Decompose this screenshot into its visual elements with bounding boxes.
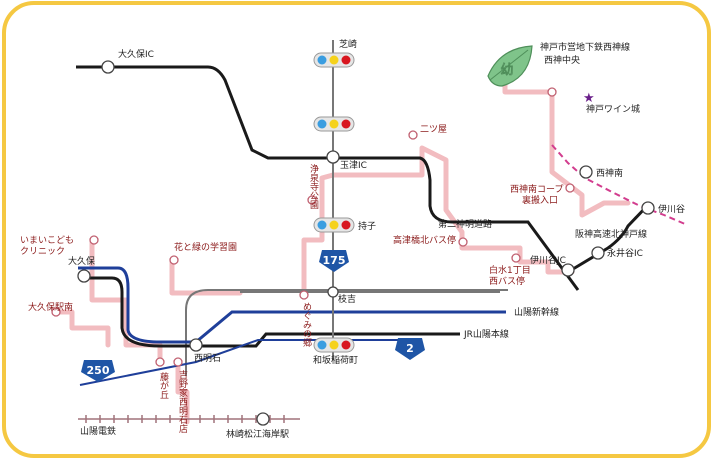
- node-tamatsu-ic: [326, 150, 340, 164]
- road-daini-shinmei: [76, 65, 580, 291]
- label-fujigaoka: 藤が丘: [158, 371, 169, 399]
- label-tamatsu-ic: 玉津IC: [340, 160, 367, 171]
- label-daini-shinmei: 第二神明道路: [438, 218, 492, 230]
- label-mochiko: 持子: [358, 220, 376, 232]
- label-megumi: めぐみの郷: [301, 302, 312, 348]
- label-hanshin-expwy: 阪神高速北神戸線: [575, 228, 647, 240]
- rail-jr-sanyo: [80, 276, 460, 348]
- label-seishin-minami: 西神南: [596, 167, 623, 179]
- rail-sanyo-shinkansen: [78, 266, 506, 344]
- label-okubo-station-south: 大久保駅南: [28, 301, 73, 313]
- map-nodes: [77, 60, 655, 426]
- kindergarten-leaf-logo: 幼: [487, 45, 533, 87]
- label-okubo: 大久保: [68, 255, 95, 267]
- label-takatsubashi-bus: 高津橋北バス停: [393, 234, 456, 246]
- svg-text:幼: 幼: [500, 62, 513, 78]
- node-hayashizaki: [256, 412, 270, 426]
- label-jouzenji-park: 浄泉寺公園: [308, 163, 319, 210]
- label-futatsuya: 二ツ屋: [420, 124, 447, 135]
- label-subway-line1: 神戸市営地下鉄西神線: [540, 41, 630, 53]
- node-nagaidani-ic: [591, 246, 605, 260]
- traffic-light-shibasaki: [313, 52, 355, 68]
- traffic-light-wasaka: [313, 337, 355, 353]
- node-seishin-minami: [579, 165, 593, 179]
- label-hayashizaki: 林崎松江海岸駅: [226, 428, 289, 440]
- label-imai-clinic1: いまいこども: [20, 235, 74, 246]
- rail-subway-seishin: [551, 144, 686, 225]
- label-jr-sanyo: JR山陽本線: [463, 328, 509, 340]
- route-250-shield: 250: [81, 360, 115, 382]
- rail-sanyo-dentetsu-ties: [85, 415, 285, 423]
- svg-text:250: 250: [87, 364, 110, 377]
- map-small-nodes: [51, 87, 575, 367]
- label-ikawadani-jc: 伊川谷JC: [530, 254, 566, 266]
- label-shirouzu-bus1: 白水1丁目: [489, 264, 531, 276]
- label-wine-castle: 神戸ワイン城: [586, 103, 640, 115]
- label-nishi-akashi: 西明石: [194, 353, 221, 364]
- node-ikawadani: [641, 201, 655, 215]
- label-wasaka: 和坂稲荷町: [313, 354, 358, 366]
- node-okubo: [77, 269, 91, 283]
- wine-castle-star-icon: ★: [583, 91, 595, 106]
- route-175-shield: 175: [319, 250, 349, 272]
- label-sanyo-dentetsu: 山陽電鉄: [80, 425, 116, 437]
- traffic-light-mochiko: [313, 217, 355, 233]
- label-imai-clinic2: クリニック: [20, 246, 65, 257]
- label-yoshinoya: 吉野家西明石店: [177, 370, 188, 434]
- label-okubo-ic: 大久保IC: [118, 48, 154, 60]
- label-shirouzu-bus2: 西バス停: [489, 275, 525, 287]
- label-nagaidani-ic: 永井谷IC: [607, 247, 643, 259]
- label-seishin-coop2: 裏搬入口: [522, 194, 558, 206]
- node-okubo-ic: [101, 60, 115, 74]
- node-edayoshi: [327, 286, 339, 298]
- label-subway-line2: 西神中央: [544, 54, 580, 66]
- node-nishi-akashi: [189, 338, 203, 352]
- label-hana-school: 花と緑の学習園: [174, 241, 237, 253]
- route-2-shield: 2: [395, 338, 425, 360]
- road-hanshin-expwy: [567, 203, 650, 274]
- label-seishin-coop1: 西神南コープ: [510, 183, 563, 195]
- node-ikawadani-jc: [561, 263, 575, 277]
- label-ikawadani: 伊川谷: [658, 203, 685, 215]
- traffic-light-middle: [313, 116, 355, 132]
- svg-text:175: 175: [323, 254, 346, 267]
- svg-text:2: 2: [406, 342, 414, 355]
- label-edayoshi: 枝吉: [338, 293, 356, 305]
- label-sanyo-shinkansen: 山陽新幹線: [514, 306, 559, 318]
- rail-gray: [185, 289, 508, 376]
- label-shibasaki: 芝崎: [339, 38, 357, 50]
